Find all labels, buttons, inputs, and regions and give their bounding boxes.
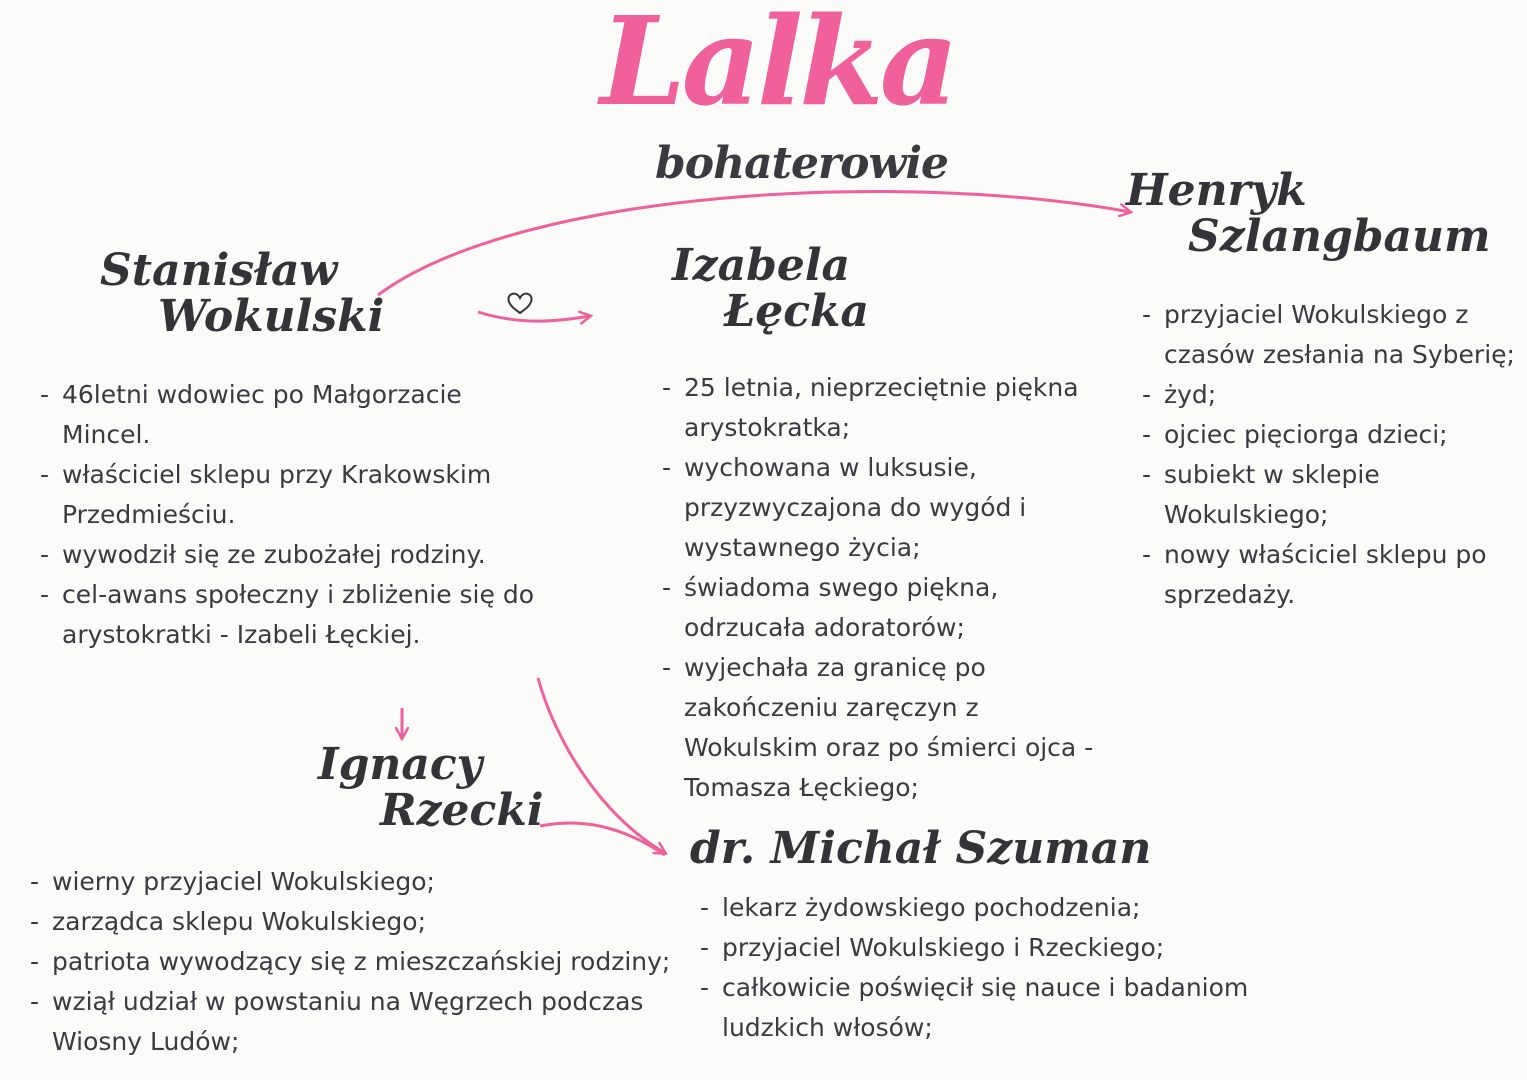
name-szlangbaum: Henryk Szlangbaum xyxy=(1126,165,1491,263)
fact-item: ojciec pięciorga dzieci; xyxy=(1140,415,1520,455)
page-title: Lalka xyxy=(600,0,959,133)
name-szuman: dr. Michał Szuman xyxy=(690,823,1152,874)
fact-item: przyjaciel Wokulskiego i Rzeckiego; xyxy=(698,928,1258,968)
fact-item: wierny przyjaciel Wokulskiego; xyxy=(28,862,688,902)
facts-rzecki: wierny przyjaciel Wokulskiego; zarządca … xyxy=(28,862,688,1062)
facts-szuman: lekarz żydowskiego pochodzenia; przyjaci… xyxy=(698,888,1258,1048)
fact-item: patriota wywodzący się z mieszczańskiej … xyxy=(28,942,688,982)
page-subtitle: bohaterowie xyxy=(655,138,949,189)
fact-item: wywodził się ze zubożałej rodziny. xyxy=(38,535,558,575)
name-rzecki: Ignacy Rzecki xyxy=(318,739,544,837)
arrow-wokulski-to-izabela xyxy=(477,312,590,321)
name-izabela-first: Izabela xyxy=(672,240,851,291)
fact-item: właściciel sklepu przy Krakowskim Przedm… xyxy=(38,455,558,535)
fact-item: subiekt w sklepie Wokulskiego; xyxy=(1140,455,1520,535)
name-rzecki-last: Rzecki xyxy=(380,785,544,837)
fact-item: przyjaciel Wokulskiego z czasów zesłania… xyxy=(1140,295,1520,375)
fact-item: wziął udział w powstaniu na Węgrzech pod… xyxy=(28,982,688,1062)
fact-item: nowy właściciel sklepu po sprzedaży. xyxy=(1140,535,1520,615)
name-izabela-last: Łęcka xyxy=(724,286,870,338)
name-rzecki-first: Ignacy xyxy=(318,739,483,790)
name-wokulski-last: Wokulski xyxy=(158,291,385,343)
fact-item: zarządca sklepu Wokulskiego; xyxy=(28,902,688,942)
facts-szlangbaum: przyjaciel Wokulskiego z czasów zesłania… xyxy=(1140,295,1520,615)
fact-item: 46letni wdowiec po Małgorzacie Mincel. xyxy=(38,375,558,455)
arrow-wokulski-to-szlangbaum xyxy=(377,189,1130,297)
fact-item: wychowana w luksusie, przyzwyczajona do … xyxy=(660,448,1120,568)
name-szlangbaum-first: Henryk xyxy=(1126,165,1307,216)
facts-wokulski: 46letni wdowiec po Małgorzacie Mincel. w… xyxy=(38,375,558,655)
facts-izabela: 25 letnia, nieprzeciętnie piękna arystok… xyxy=(660,368,1120,808)
fact-item: świadoma swego piękna, odrzucała adorato… xyxy=(660,568,1120,648)
fact-item: 25 letnia, nieprzeciętnie piękna arystok… xyxy=(660,368,1120,448)
fact-item: żyd; xyxy=(1140,375,1520,415)
fact-item: wyjechała za granicę po zakończeniu zarę… xyxy=(660,648,1120,808)
fact-item: cel-awans społeczny i zbliżenie się do a… xyxy=(38,575,558,655)
arrow-rzecki-to-szuman xyxy=(539,821,666,857)
heart-icon xyxy=(507,292,533,315)
arrow-wokulski-to-szuman xyxy=(536,677,665,853)
name-izabela: Izabela Łęcka xyxy=(672,240,870,338)
fact-item: lekarz żydowskiego pochodzenia; xyxy=(698,888,1258,928)
name-wokulski-first: Stanisław xyxy=(100,245,338,296)
fact-item: całkowicie poświęcił się nauce i badanio… xyxy=(698,968,1258,1048)
name-szlangbaum-last: Szlangbaum xyxy=(1188,211,1491,263)
name-wokulski: Stanisław Wokulski xyxy=(100,245,385,343)
